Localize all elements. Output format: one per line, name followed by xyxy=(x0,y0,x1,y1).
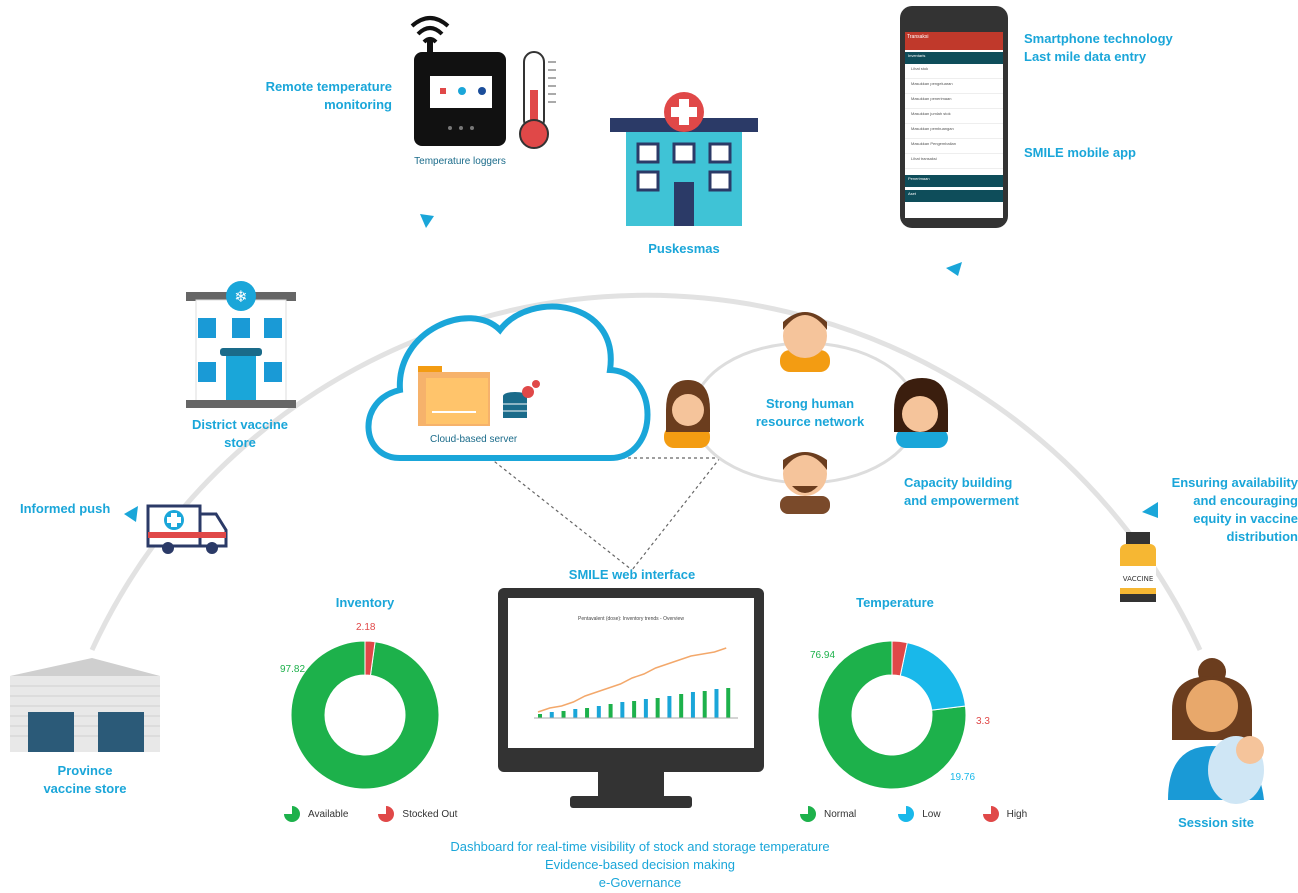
pie-icon xyxy=(982,806,999,822)
phone-section[interactable]: Aset xyxy=(905,190,1003,202)
screen-bar xyxy=(702,691,707,718)
phone-menu-item[interactable]: Masukkan pembuangan xyxy=(905,124,1003,139)
inventory-value-available: 97.82 xyxy=(280,664,306,675)
legend-label: High xyxy=(1006,808,1028,820)
arrow-icon xyxy=(124,506,138,522)
temperature-value-high: 3.3 xyxy=(976,716,990,727)
monitor-base xyxy=(570,796,692,808)
inventory-value-stocked-out: 2.18 xyxy=(356,622,376,633)
donut-slice-low xyxy=(899,641,967,711)
vial-label: VACCINE xyxy=(1123,575,1154,583)
screen-bar xyxy=(690,692,695,718)
phone-menu-item[interactable]: Lihat stok xyxy=(905,64,1003,79)
arrow-icon xyxy=(946,262,962,276)
inventory-chart-title: Inventory xyxy=(335,595,395,610)
legend-label: Low xyxy=(922,808,941,820)
pie-icon xyxy=(800,806,816,822)
pie-icon xyxy=(898,806,915,822)
donut-slice-high xyxy=(891,640,908,677)
arrow-icon xyxy=(420,214,434,228)
phone-menu-item[interactable]: Masukkan Pengembalian xyxy=(905,139,1003,154)
screen-line xyxy=(537,647,727,713)
phone-menu-item[interactable]: Masukkan pengeluaran xyxy=(905,79,1003,94)
pie-icon xyxy=(284,806,300,822)
screen-bar xyxy=(632,701,637,718)
screen-bar xyxy=(679,694,684,718)
screen-bar xyxy=(538,714,542,718)
phone-section[interactable]: Penerimaan xyxy=(905,175,1003,187)
phone-menu-item[interactable]: Masukkan penerimaan xyxy=(905,94,1003,109)
temperature-value-normal: 76.94 xyxy=(810,650,836,661)
monitor: Pentavalent (dose): Inventory trends - O… xyxy=(498,588,764,772)
phone-menu-item[interactable]: Masukkan jumlah stok xyxy=(905,109,1003,124)
temperature-legend: Normal Low High xyxy=(800,806,1027,822)
session-site-label: Session site xyxy=(1178,815,1254,830)
monitor-stand xyxy=(598,772,664,796)
screen-bar xyxy=(726,688,731,718)
screen-bar xyxy=(655,698,660,718)
phone-section[interactable]: Inventaris xyxy=(905,52,1003,64)
donut-slice-normal xyxy=(817,640,967,790)
screen-bar xyxy=(714,689,719,718)
screen-bar xyxy=(596,706,601,718)
inventory-legend: Available Stocked Out xyxy=(284,806,457,822)
dashboard-caption: Dashboard for real-time visibility of st… xyxy=(450,839,830,890)
donut-slice-stocked-out xyxy=(364,640,376,676)
screen-bar xyxy=(643,699,648,718)
screen-bar xyxy=(620,702,625,718)
informed-push-label: Informed push xyxy=(20,501,111,516)
screen-chart xyxy=(534,647,738,719)
svg-text:❄: ❄ xyxy=(234,287,247,306)
screen-bar xyxy=(561,711,566,718)
legend-label: Available xyxy=(308,808,349,820)
screen-chart-title: Pentavalent (dose): Inventory trends - O… xyxy=(578,616,684,622)
screen-bar xyxy=(585,708,590,718)
cloud-label: Cloud-based server xyxy=(430,434,518,445)
smartphone-mockup: Transaksi Inventaris Lihat stok Masukkan… xyxy=(900,6,1008,228)
screen-bar xyxy=(608,704,613,718)
phone-app-header: Transaksi xyxy=(905,32,1003,50)
smile-app-label: SMILE mobile app xyxy=(1024,145,1136,160)
screen-bar xyxy=(573,709,578,718)
monitor-screen: Pentavalent (dose): Inventory trends - O… xyxy=(508,598,754,748)
phone-menu-item[interactable]: Lihat transaksi xyxy=(905,154,1003,169)
screen-bar xyxy=(549,712,554,718)
remote-temperature-label: Remote temperature monitoring xyxy=(265,79,392,112)
person-icon xyxy=(780,312,830,372)
web-interface-label: SMILE web interface xyxy=(568,567,696,582)
donut-slice-available xyxy=(290,640,440,790)
person-icon xyxy=(664,380,710,448)
puskesmas-label: Puskesmas xyxy=(648,241,720,256)
screen-bar xyxy=(667,696,672,718)
temperature-chart-title: Temperature xyxy=(856,595,934,610)
temperature-loggers-label: Temperature loggers xyxy=(414,156,506,167)
person-icon xyxy=(780,452,830,514)
arrow-icon xyxy=(1142,502,1158,518)
legend-label: Normal xyxy=(824,808,857,820)
temperature-value-low: 19.76 xyxy=(950,772,976,783)
legend-label: Stocked Out xyxy=(402,808,458,820)
person-icon xyxy=(894,378,948,448)
pie-icon xyxy=(378,806,395,822)
